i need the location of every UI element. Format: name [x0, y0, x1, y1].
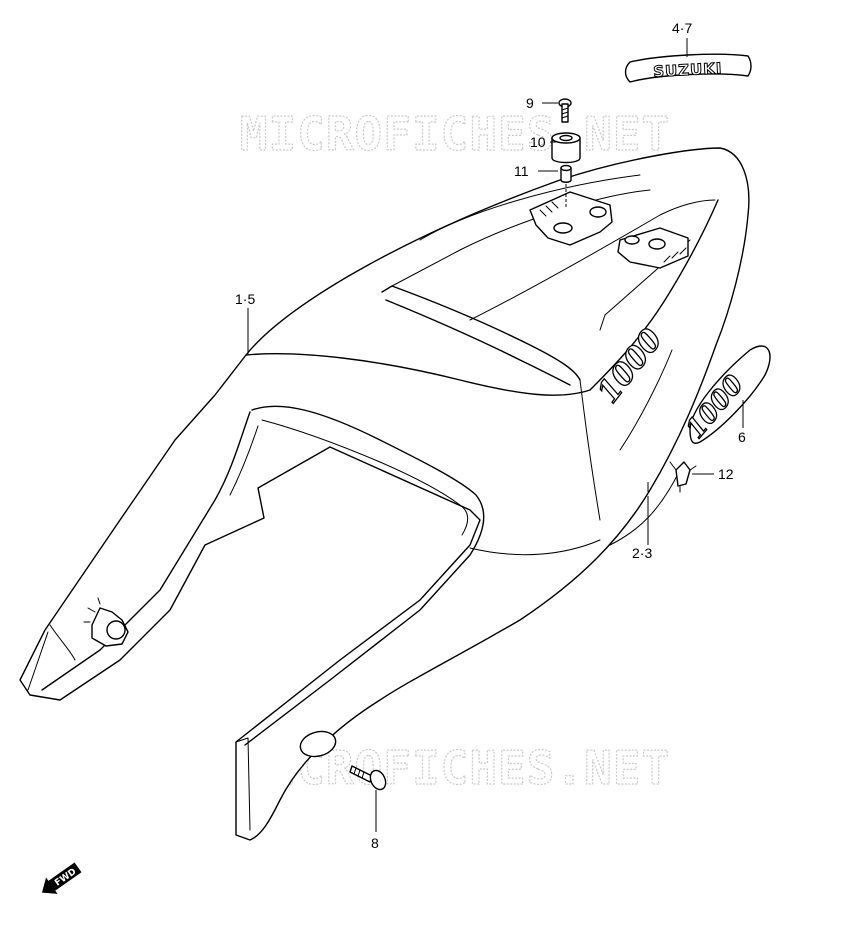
- clip-part-12: [669, 461, 697, 493]
- rear-oval-decal: [299, 730, 337, 758]
- callout-11: 11: [514, 163, 529, 179]
- callout-8: 8: [371, 835, 379, 851]
- watermark-top: MICROFICHES.NET: [240, 107, 670, 161]
- callout-12: 12: [718, 466, 734, 482]
- leader-lines: [247, 38, 744, 832]
- brand-emblem: SUZUKI: [624, 53, 752, 83]
- callout-2-3: 2·3: [632, 545, 652, 561]
- mount-bracket-front: [529, 191, 613, 246]
- left-arm-grommet: [83, 597, 129, 647]
- callout-4-7: 4·7: [672, 20, 692, 36]
- seat-tail-cover: [19, 147, 750, 841]
- callout-10: 10: [530, 134, 546, 150]
- callout-9: 9: [526, 95, 534, 111]
- bolt-part-9: [558, 98, 572, 123]
- callouts: 4·7 9 10 11 1·5 6 12 2·3 8: [235, 20, 746, 851]
- forward-direction-arrow: FWD: [41, 862, 82, 894]
- mount-bracket-rear: [617, 227, 689, 269]
- collar-part-11: [560, 164, 572, 183]
- cushion-part-10: [551, 132, 581, 164]
- screw-part-8: [349, 765, 387, 791]
- callout-6: 6: [738, 429, 746, 445]
- callout-1-5: 1·5: [235, 291, 255, 307]
- brand-emblem-text: SUZUKI: [653, 59, 723, 81]
